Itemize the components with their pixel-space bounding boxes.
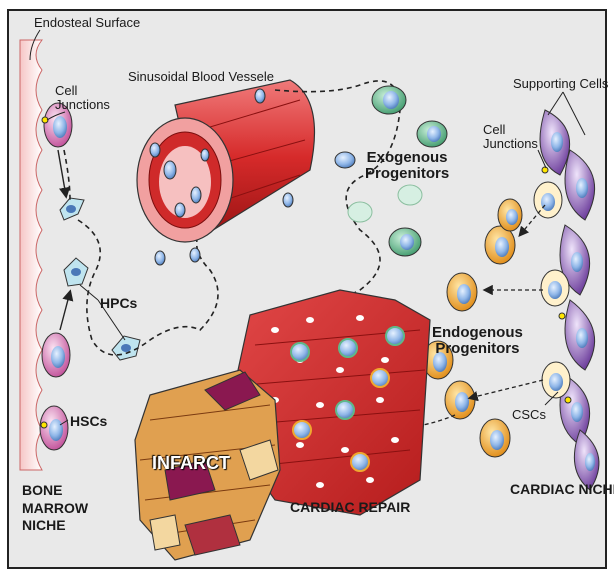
infarct-label: INFARCT: [152, 454, 230, 473]
hpcs-label: HPCs: [100, 296, 137, 311]
endosteal-surface-label: Endosteal Surface: [34, 16, 140, 30]
bone-marrow-niche-label: BONE MARROW NICHE: [22, 482, 88, 535]
cell-junctions-right-label: Cell Junctions: [483, 123, 538, 150]
exogenous-progenitors-label: Exogenous Progenitors: [365, 150, 449, 182]
cell-junctions-left-label: Cell Junctions: [55, 84, 110, 111]
cardiac-niche-label: CARDIAC NICHE: [510, 482, 614, 497]
hscs-label: HSCs: [70, 414, 107, 429]
sinusoidal-vessel-label: Sinusoidal Blood Vessele: [128, 70, 274, 84]
supporting-cells-label: Supporting Cells: [513, 77, 608, 91]
cscs-label: CSCs: [512, 408, 546, 422]
endogenous-progenitors-label: Endogenous Progenitors: [432, 325, 523, 357]
cardiac-repair-label: CARDIAC REPAIR: [290, 500, 410, 515]
